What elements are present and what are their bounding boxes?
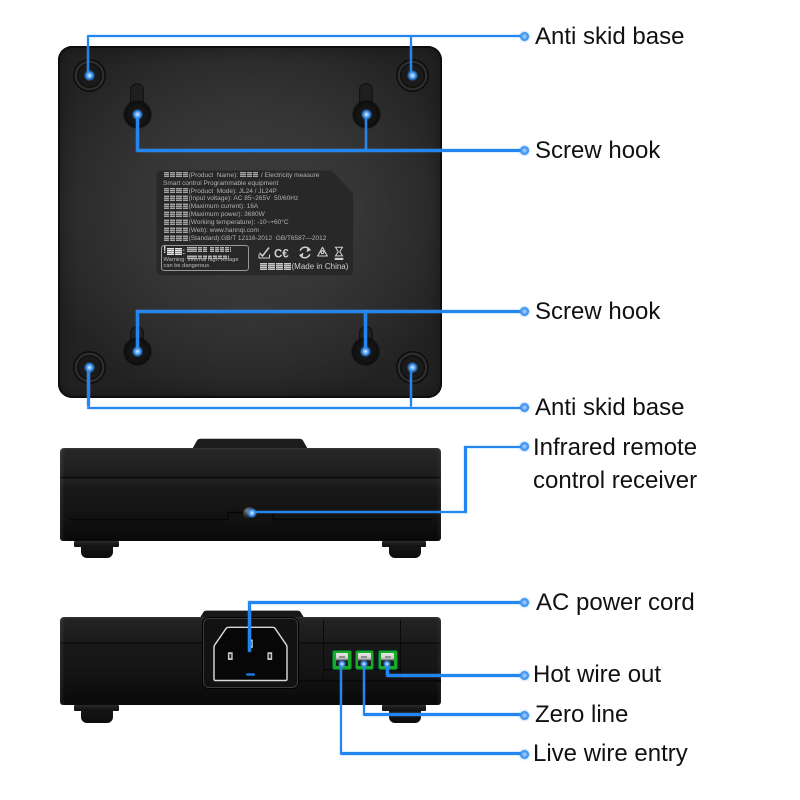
svg-text:C€: C€ <box>274 248 289 260</box>
